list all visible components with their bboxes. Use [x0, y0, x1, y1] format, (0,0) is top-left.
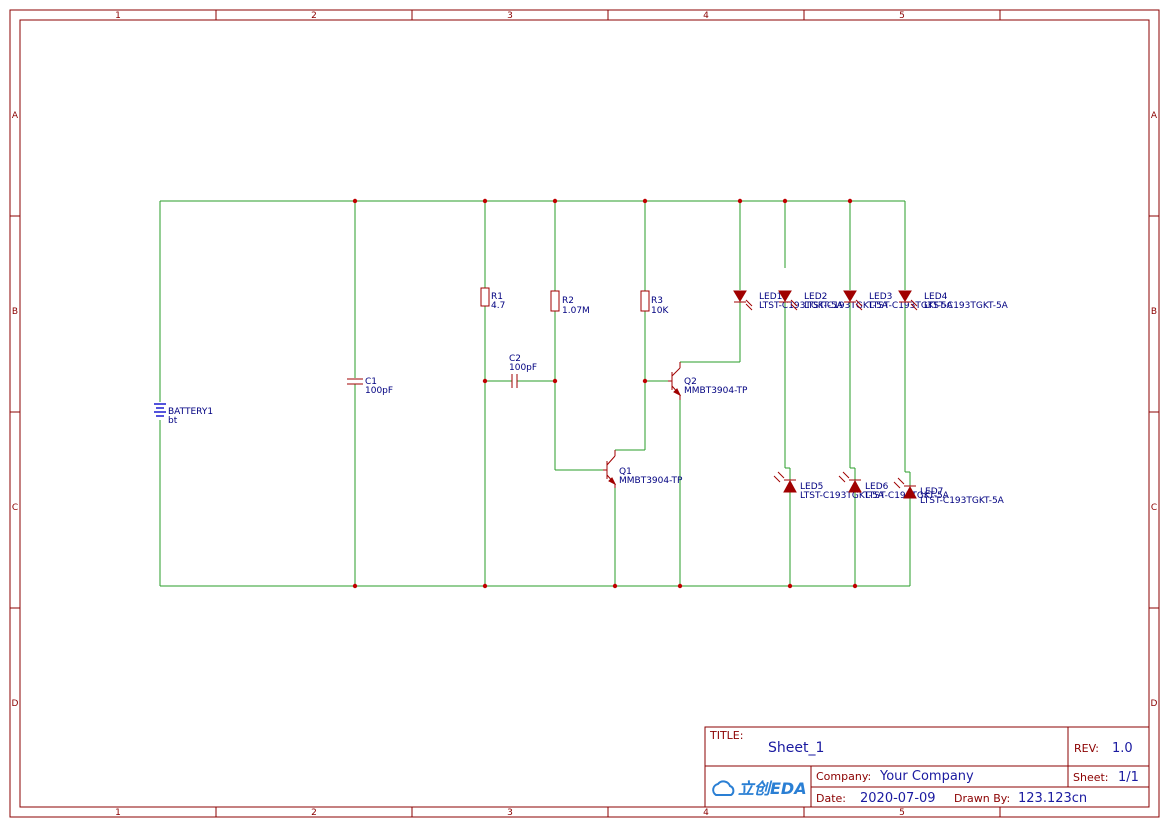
- led3-ref: LED3: [869, 292, 892, 302]
- led-led5[interactable]: LED5 LTST-C193TGKT-5A: [773, 471, 885, 501]
- col-label-bottom: 1: [115, 808, 121, 818]
- transistor-q2[interactable]: Q2 MMBT3904-TP: [668, 362, 748, 400]
- r1-ref: R1: [491, 292, 503, 302]
- battery-symbol[interactable]: BATTERY1 bt: [154, 403, 213, 426]
- col-label-top: 4: [703, 11, 709, 21]
- led2-value: LTST-C193TGKT-5A: [804, 301, 889, 311]
- c1-ref: C1: [365, 377, 377, 387]
- q2-ref: Q2: [684, 377, 697, 387]
- c2-value: 100pF: [509, 363, 537, 373]
- company-value: Your Company: [879, 769, 974, 784]
- eda-logo: 立创EDA: [712, 779, 807, 798]
- row-label-right: A: [1151, 111, 1158, 121]
- col-label-bottom: 2: [311, 808, 317, 818]
- junction-dot: [352, 583, 358, 589]
- sheet-label: Sheet:: [1073, 771, 1109, 784]
- led7-value: LTST-C193TGKT-5A: [920, 496, 1005, 506]
- sheet-value: 1/1: [1118, 770, 1139, 785]
- col-label-top: 1: [115, 11, 121, 21]
- rev-value: 1.0: [1112, 741, 1133, 756]
- led-led4[interactable]: LED4 LTST-C193TGKT-5A: [898, 290, 1009, 311]
- led4-ref: LED4: [924, 292, 948, 302]
- row-label-right: D: [1151, 699, 1158, 709]
- capacitor-c1[interactable]: C1 100pF: [347, 377, 393, 396]
- wires: [159, 200, 911, 587]
- led2-ref: LED2: [804, 292, 827, 302]
- c2-ref: C2: [509, 354, 521, 364]
- row-label-left: A: [12, 111, 19, 121]
- col-label-top: 5: [899, 11, 905, 21]
- row-label-left: B: [12, 307, 18, 317]
- title-block: TITLE: Sheet_1 REV: 1.0 Company: Your Co…: [704, 726, 1150, 808]
- row-label-right: B: [1151, 307, 1157, 317]
- row-label-left: C: [12, 503, 18, 513]
- led-led3[interactable]: LED3 LTST-C193TGKT-5A: [843, 290, 954, 311]
- drawn-by-value: 123.123cn: [1018, 791, 1087, 806]
- battery-ref: BATTERY1: [168, 407, 213, 417]
- junction-dot: [787, 583, 793, 589]
- led7-ref: LED7: [920, 487, 943, 497]
- logo-text: 立创EDA: [738, 779, 807, 798]
- junction-dot: [552, 378, 558, 384]
- r2-value: 1.07M: [562, 306, 590, 316]
- q2-value: MMBT3904-TP: [684, 386, 748, 396]
- junction-dot: [852, 583, 858, 589]
- junction-dot: [642, 198, 648, 204]
- led1-value: LTST-C193TGKT-5A: [759, 301, 844, 311]
- r2-ref: R2: [562, 296, 574, 306]
- col-label-top: 3: [507, 11, 513, 21]
- sheet-frame: [9, 9, 1160, 818]
- r1-value: 4.7: [491, 301, 505, 311]
- col-label-bottom: 4: [703, 808, 709, 818]
- junction-dot: [482, 378, 488, 384]
- junctions: [352, 198, 858, 589]
- led1-ref: LED1: [759, 292, 782, 302]
- date-label: Date:: [816, 792, 846, 805]
- c1-value: 100pF: [365, 386, 393, 396]
- row-label-right: C: [1151, 503, 1157, 513]
- q1-ref: Q1: [619, 467, 632, 477]
- junction-dot: [612, 583, 618, 589]
- resistor-r1[interactable]: R1 4.7: [480, 287, 505, 311]
- led5-ref: LED5: [800, 482, 823, 492]
- row-label-left: D: [12, 699, 19, 709]
- drawn-by-label: Drawn By:: [954, 792, 1010, 805]
- r3-value: 10K: [651, 306, 669, 316]
- cloud-icon: [712, 780, 735, 796]
- junction-dot: [482, 583, 488, 589]
- junction-dot: [352, 198, 358, 204]
- capacitor-c2[interactable]: C2 100pF: [509, 354, 537, 388]
- junction-dot: [737, 198, 743, 204]
- q1-value: MMBT3904-TP: [619, 476, 683, 486]
- r3-ref: R3: [651, 296, 663, 306]
- col-label-bottom: 3: [507, 808, 513, 818]
- led-led7[interactable]: LED7 LTST-C193TGKT-5A: [893, 477, 1005, 506]
- col-label-top: 2: [311, 11, 317, 21]
- junction-dot: [677, 583, 683, 589]
- date-value: 2020-07-09: [860, 791, 936, 806]
- company-label: Company:: [816, 770, 871, 783]
- resistor-r3[interactable]: R3 10K: [640, 290, 669, 316]
- junction-dot: [642, 378, 648, 384]
- junction-dot: [482, 198, 488, 204]
- resistor-r2[interactable]: R2 1.07M: [550, 290, 590, 316]
- zone-labels: 1 2 3 4 5 1 2 3 4 5 A B C D A B C D: [12, 11, 1158, 818]
- transistor-q1[interactable]: Q1 MMBT3904-TP: [603, 450, 683, 488]
- led-led1[interactable]: LED1 LTST-C193TGKT-5A: [733, 290, 844, 311]
- title-label: TITLE:: [709, 729, 743, 742]
- led-led2[interactable]: LED2 LTST-C193TGKT-5A: [778, 290, 889, 311]
- battery-value: bt: [168, 416, 178, 426]
- led4-value: LTST-C193TGKT-5A: [924, 301, 1009, 311]
- led6-ref: LED6: [865, 482, 889, 492]
- led5-value: LTST-C193TGKT-5A: [800, 491, 885, 501]
- led3-value: LTST-C193TGKT-5A: [869, 301, 954, 311]
- rev-label: REV:: [1074, 742, 1099, 755]
- title-value: Sheet_1: [768, 740, 824, 756]
- junction-dot: [847, 198, 853, 204]
- junction-dot: [782, 198, 788, 204]
- junction-dot: [552, 198, 558, 204]
- col-label-bottom: 5: [899, 808, 905, 818]
